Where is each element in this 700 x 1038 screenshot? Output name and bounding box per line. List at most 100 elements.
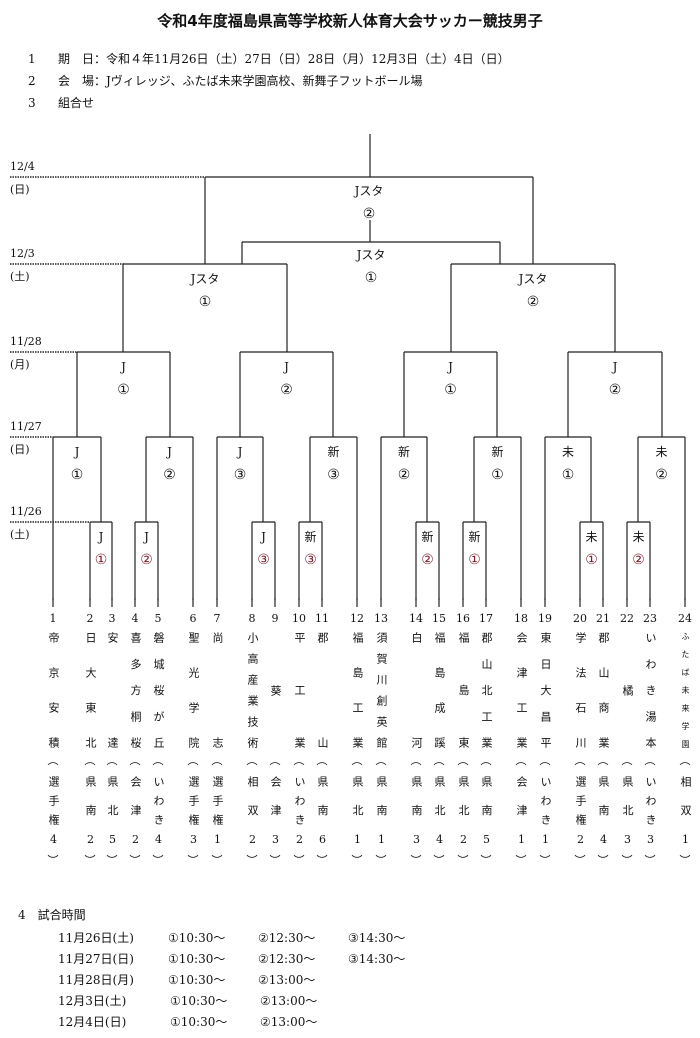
page-title: 令和4年度福島県高等学校新人体育大会サッカー競技男子: [157, 12, 543, 30]
team-number: 12: [350, 612, 364, 625]
paren-close: ︶: [47, 854, 59, 867]
match-venue: 未: [632, 530, 645, 544]
team-qualification: 相双2: [246, 776, 259, 846]
paren-open: ︵: [574, 754, 586, 767]
match-venue: 未: [561, 445, 574, 459]
schedule-time: ①10:30～: [170, 994, 228, 1008]
info-text: 会 場：Jヴィレッジ、ふたば未来学園高校、新舞子フットボール場: [58, 74, 423, 88]
team-number: 21: [596, 612, 610, 625]
team-qualification: 県北5: [106, 776, 119, 846]
paren-close: ︶: [480, 854, 492, 867]
match-number: ③: [304, 552, 317, 568]
schedule-time: ①10:30～: [170, 1015, 228, 1029]
match-venue: J: [284, 360, 289, 374]
match-number: ①: [94, 552, 108, 568]
match-venue: 新: [468, 530, 481, 544]
team-name: 安達: [106, 632, 119, 748]
match-venue: J: [98, 530, 104, 544]
paren-close: ︶: [375, 854, 387, 867]
team-number: 2: [86, 612, 94, 625]
paren-open: ︵: [679, 754, 691, 767]
paren-close: ︶: [644, 854, 656, 867]
paren-open: ︵: [515, 754, 527, 767]
match-venue: J: [448, 360, 453, 374]
paren-close: ︶: [316, 854, 328, 867]
match-number: ①: [491, 467, 504, 483]
team-name: 聖光学院: [187, 632, 200, 748]
paren-close: ︶: [515, 854, 527, 867]
schedule-time: ②12:30～: [258, 931, 316, 945]
match-number: ①: [561, 467, 575, 483]
team-name: 郡山北工業: [480, 632, 493, 748]
match-venue: 新: [304, 530, 317, 544]
team-number: 23: [643, 612, 657, 625]
team-number: 20: [573, 612, 587, 625]
schedule-date: 12月3日(土): [58, 994, 127, 1008]
match-venue: 新: [327, 445, 340, 459]
match-venue: J: [144, 530, 149, 544]
team-number: 14: [409, 612, 423, 625]
match-venue: Jスタ: [356, 248, 386, 262]
schedule-time: ①10:30～: [168, 952, 226, 966]
paren-open: ︵: [316, 754, 328, 767]
match-venue: J: [261, 530, 266, 544]
team-name: 喜多方桐桜: [129, 632, 142, 748]
paren-open: ︵: [187, 754, 199, 767]
team-name: 学法石川: [574, 632, 587, 748]
team-number: 7: [213, 612, 221, 625]
match-number: ②: [397, 467, 411, 483]
schedule-heading: 4 試合時間: [18, 906, 86, 923]
paren-close: ︶: [679, 854, 691, 867]
team-qualification: いわき3: [644, 776, 657, 846]
team-name: 福島東: [457, 632, 470, 748]
team-number: 5: [154, 612, 162, 625]
team-qualification: 県北3: [621, 776, 634, 846]
match-venue: J: [121, 360, 126, 374]
team-number: 6: [189, 612, 197, 625]
team-number: 13: [374, 612, 388, 625]
match-number: ①: [198, 294, 212, 310]
paren-open: ︵: [293, 754, 305, 767]
info-number: 2: [28, 74, 36, 88]
team-qualification: 県南2: [84, 776, 97, 846]
team-number: 8: [248, 612, 256, 625]
team-name: 帝京安積: [47, 632, 60, 748]
info-text: 組合せ: [58, 96, 95, 110]
schedule-time: ②13:00～: [260, 1015, 318, 1029]
team-qualification: 会津3: [269, 776, 282, 846]
schedule-date: 12月4日(日): [58, 1015, 127, 1029]
paren-open: ︵: [84, 754, 96, 767]
round-date: 11/27: [10, 420, 42, 433]
team-number: 16: [456, 612, 470, 625]
team-name: 郡山商業: [597, 632, 610, 748]
team-qualification: 会津1: [515, 776, 528, 846]
team-name: 磐城桜が丘: [152, 632, 165, 748]
team-number: 9: [271, 612, 279, 625]
match-number: ③: [327, 467, 340, 483]
match-number: ②: [421, 552, 434, 568]
team-name: 東日大昌平: [539, 632, 552, 748]
